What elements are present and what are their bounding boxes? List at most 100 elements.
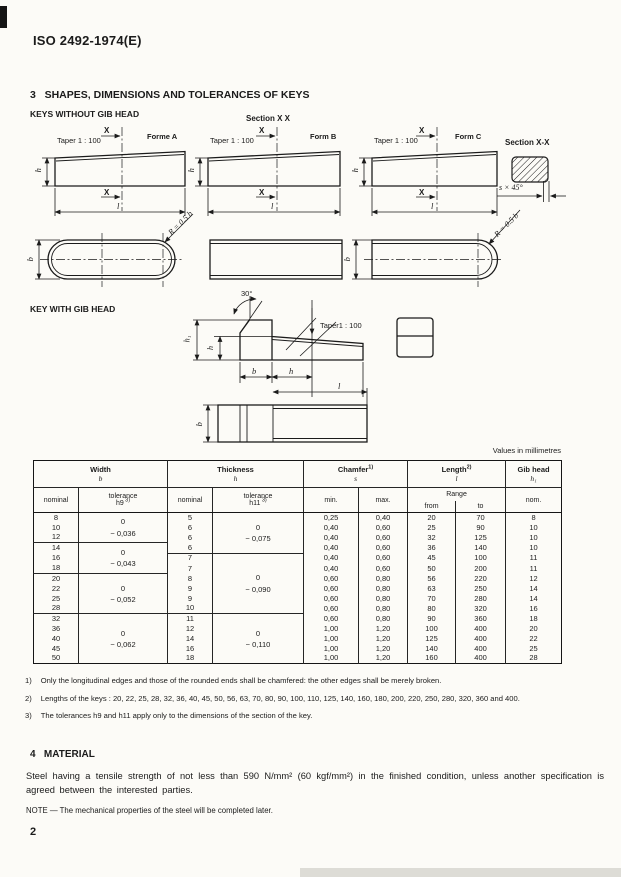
table-cell: 400 [455, 634, 507, 644]
footnotes: 1) Only the longitudinal edges and those … [25, 676, 603, 729]
table-cell: 0,60 [358, 563, 409, 574]
table-cell: 18 [529, 613, 538, 623]
key-dimensions-table: Width b Thickness h Chamfer1) s Length2)… [33, 460, 563, 665]
table-cell: 10 [167, 603, 214, 614]
dim-l-label: l [117, 201, 120, 211]
footnote-3-text: The tolerances h9 and h11 apply only to … [40, 711, 313, 721]
dim-h-label: h [32, 168, 43, 173]
footnote-1-ref: 1) [25, 676, 32, 685]
dim-b-label: b [24, 257, 35, 262]
form-a-label: Forme A [147, 132, 178, 141]
table-cell: 0,40 [303, 542, 360, 554]
table-cell: 100 [455, 553, 507, 564]
table-cell: 320 [455, 603, 507, 614]
table-cell: 14 [167, 634, 214, 644]
table-cell: 8 [531, 512, 536, 522]
form-b-side-view [195, 127, 341, 216]
table-sub-header-row: nominal tolerance h9 3) nominal toleranc… [33, 487, 562, 513]
dim-h-label: h [185, 168, 196, 173]
key-drawings-canvas [35, 127, 566, 443]
subcol-range: Range from to [407, 487, 507, 513]
subcol-b-tolerance: tolerance h9 3) [78, 487, 169, 513]
table-cell: 8 [167, 573, 214, 585]
table-cell: 400 [455, 653, 507, 664]
table-cell: 0− 0,075 [212, 512, 305, 554]
table-cell: 18 [167, 653, 214, 664]
dim-b-label: b [341, 257, 352, 262]
footnote-2-ref: 2) [25, 693, 32, 703]
table-cell: 5 [167, 512, 214, 523]
table-cell: 70 [407, 593, 457, 604]
table-cell: 140 [407, 643, 457, 654]
table-cell: 20 [529, 624, 538, 634]
table-cell: 0,25 [303, 512, 360, 523]
section-mark-x: X [259, 188, 265, 197]
table-cell: 6 [167, 542, 214, 554]
table-cell: 12 [167, 624, 214, 635]
table-cell: 400 [455, 643, 507, 654]
table-cell: 0,40 [358, 512, 409, 523]
table-cell: 0,80 [358, 603, 409, 614]
table-cell: 25 [33, 593, 79, 604]
table-cell: 11 [529, 553, 538, 563]
table-cell: 0,80 [358, 573, 409, 585]
dim-l-label: l [338, 381, 341, 391]
table-cell: 125 [455, 532, 507, 543]
table-cell: 1,20 [358, 653, 409, 664]
table-cell: 45 [33, 643, 79, 654]
table-cell: 70 [455, 512, 507, 523]
doc-reference: ISO 2492-1974(E) [33, 33, 142, 48]
table-cell: 56 [407, 573, 457, 585]
table-cell: 360 [455, 613, 507, 625]
table-cell: 100 [407, 624, 457, 635]
scan-shadow [300, 868, 621, 877]
dim-h-label: h [349, 168, 360, 173]
table-cell: 1,00 [303, 624, 360, 635]
table-cell: 0− 0,090 [212, 552, 305, 614]
table-cell: 0,60 [303, 573, 360, 585]
table-cell: 22 [33, 584, 79, 594]
chamfer-dim-label: s × 45° [499, 183, 523, 192]
dim-h-label: h [206, 346, 215, 350]
form-c-label: Form C [455, 132, 482, 141]
dim-b-label: b [193, 422, 204, 427]
col-chamfer: Chamfer1) s [303, 460, 409, 488]
subcol-from: from [408, 500, 457, 512]
table-cell: 0,60 [303, 603, 360, 614]
footnote-1-text: Only the longitudinal edges and those of… [40, 676, 442, 685]
form-b-taper-label: Taper 1 : 100 [210, 136, 254, 145]
table-cell: 1,20 [358, 634, 409, 644]
section4-title: 4 MATERIAL [30, 749, 95, 760]
subcol-max: max. [358, 487, 409, 513]
table-cell: 32 [407, 532, 457, 543]
table-cell: 0,60 [358, 522, 409, 533]
table-cell: 200 [455, 563, 507, 574]
table-cell: 25 [407, 522, 457, 533]
table-cell: 0,40 [303, 563, 360, 574]
table-cell: 28 [529, 653, 538, 663]
table-cell: 14 [33, 542, 79, 554]
table-cell: 1,20 [358, 643, 409, 654]
col-gib-head: Gib head h₁ [505, 460, 562, 488]
table-cell: 400 [455, 624, 507, 635]
form-b-label: Form B [310, 132, 337, 141]
table-cell: 36 [33, 624, 79, 635]
table-cell: 10 [529, 542, 538, 552]
table-cell: 0,60 [303, 584, 360, 594]
table-cell: 11 [167, 613, 214, 625]
table-cell: 18 [33, 563, 79, 574]
gib-key-plan-view [203, 388, 368, 443]
table-cell: 0− 0,062 [78, 613, 169, 664]
table-cell: 12 [33, 532, 79, 543]
table-cell: 90 [407, 613, 457, 625]
table-cell: 0− 0,036 [78, 512, 169, 543]
